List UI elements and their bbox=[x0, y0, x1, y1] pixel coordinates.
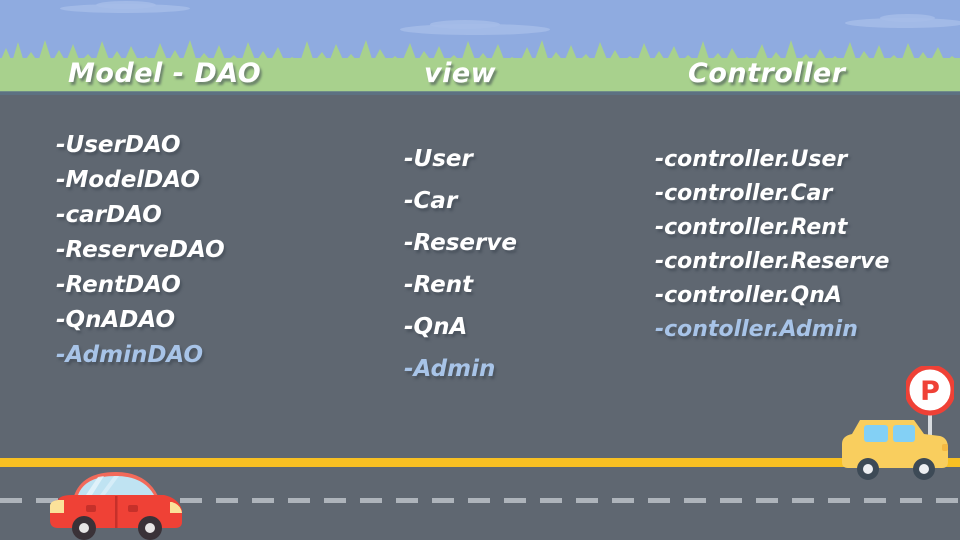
road-yellow-line bbox=[0, 458, 960, 467]
cloud-icon bbox=[96, 1, 156, 9]
cloud-icon bbox=[845, 18, 960, 28]
list-item: -controller.Rent bbox=[655, 215, 848, 240]
list-item: -Admin bbox=[404, 356, 496, 382]
list-item: -ReserveDAO bbox=[56, 237, 225, 263]
column-view: -User -Car -Reserve -Rent -QnA -Admin bbox=[404, 146, 517, 383]
list-item: -carDAO bbox=[56, 202, 162, 228]
list-item: -UserDAO bbox=[56, 132, 181, 158]
red-car-icon bbox=[50, 472, 182, 540]
cloud-icon bbox=[400, 24, 550, 35]
list-item: -RentDAO bbox=[56, 272, 181, 298]
svg-text:P: P bbox=[920, 376, 940, 407]
column-controller: -controller.User -controller.Car -contro… bbox=[655, 146, 889, 343]
page-title-model: Model - DAO bbox=[68, 58, 262, 89]
list-item: -controller.User bbox=[655, 147, 848, 172]
list-item: -controller.Reserve bbox=[655, 249, 890, 274]
list-item: -controller.Car bbox=[655, 181, 833, 206]
grass-blades-icon bbox=[0, 40, 960, 92]
grass-road-edge bbox=[0, 91, 960, 95]
list-item: -contoller.Admin bbox=[655, 317, 858, 342]
cloud-icon bbox=[430, 20, 500, 29]
yellow-car-icon bbox=[842, 420, 948, 480]
list-item: -Rent bbox=[404, 272, 474, 298]
list-item: -User bbox=[404, 146, 473, 172]
list-item: -QnADAO bbox=[56, 307, 176, 333]
road-dashed-line bbox=[0, 498, 960, 503]
grass-silhouette bbox=[0, 38, 960, 95]
cloud-icon bbox=[880, 14, 935, 22]
column-model: -UserDAO -ModelDAO -carDAO -ReserveDAO -… bbox=[56, 132, 225, 369]
page-title-view: view bbox=[424, 58, 497, 89]
list-item: -AdminDAO bbox=[56, 342, 204, 368]
list-item: -controller.QnA bbox=[655, 283, 842, 308]
list-item: -Car bbox=[404, 188, 458, 214]
list-item: -ModelDAO bbox=[56, 167, 200, 193]
list-item: -QnA bbox=[404, 314, 468, 340]
page-title-controller: Controller bbox=[688, 58, 846, 89]
list-item: -Reserve bbox=[404, 230, 517, 256]
